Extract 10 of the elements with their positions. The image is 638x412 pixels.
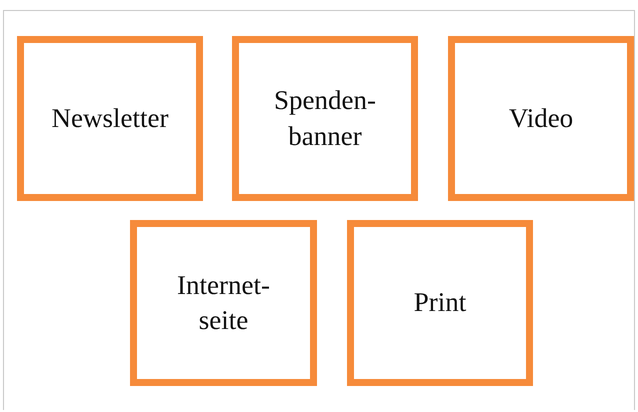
category-box (130, 220, 317, 386)
box-label: Spenden- banner (274, 84, 376, 152)
category-box (448, 36, 634, 201)
box-label: Newsletter (52, 102, 168, 135)
category-box (17, 36, 203, 201)
category-box (347, 220, 533, 386)
box-label: Print (414, 286, 466, 320)
box-label: Internet- seite (177, 268, 270, 337)
box-label: Video (508, 102, 574, 135)
category-box (232, 36, 418, 201)
